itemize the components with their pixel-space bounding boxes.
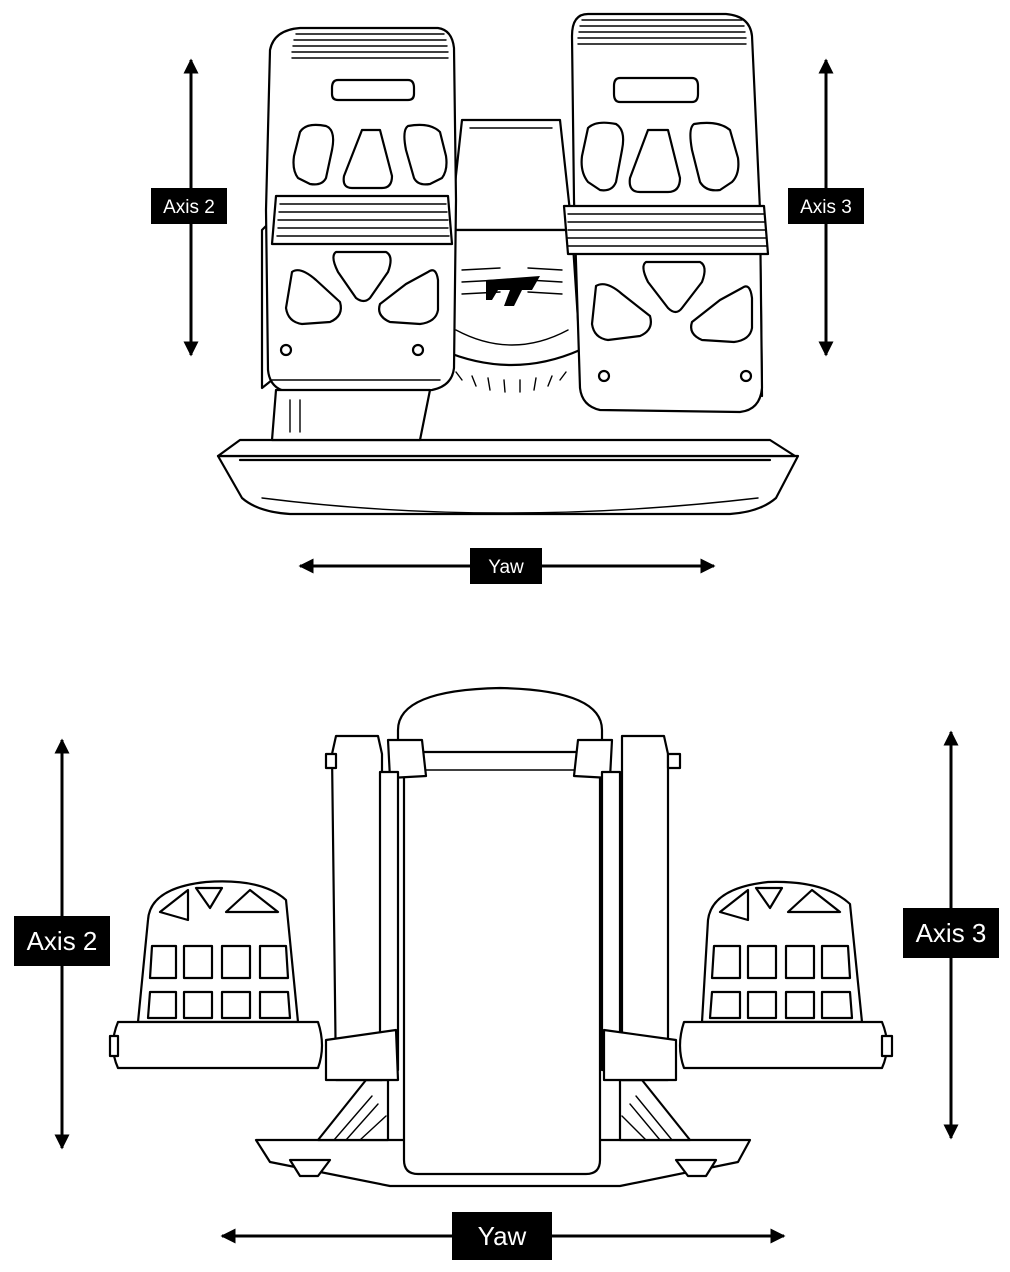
bottom-axis2-label: Axis 2 (27, 926, 98, 956)
tick-marks (455, 371, 567, 393)
bottom-right-arm (572, 734, 682, 1082)
top-axis2-label: Axis 2 (163, 197, 215, 218)
bottom-yaw-arrow: Yaw (220, 1212, 786, 1260)
bottom-right-footpad (678, 880, 894, 1070)
thrustmaster-logo-icon (486, 276, 540, 306)
bottom-center-column (396, 686, 604, 1176)
top-axis3-label: Axis 3 (800, 197, 852, 218)
bottom-axis2-arrow: Axis 2 (14, 738, 110, 1150)
bottom-view-pedals (108, 686, 894, 1188)
top-base-plate (216, 438, 800, 516)
bottom-axis3-label: Axis 3 (916, 918, 987, 948)
top-axis3-arrow: Axis 3 (788, 58, 864, 357)
bottom-yaw-label: Yaw (478, 1221, 527, 1251)
top-right-pedal (562, 12, 770, 414)
top-yaw-label: Yaw (488, 557, 524, 578)
top-view-pedals (216, 12, 800, 516)
bottom-left-arm (324, 734, 428, 1082)
top-center-housing (440, 118, 582, 393)
top-axis2-arrow: Axis 2 (151, 58, 227, 357)
bottom-axis3-arrow: Axis 3 (903, 730, 999, 1140)
bottom-left-footpad (108, 880, 324, 1070)
top-yaw-arrow: Yaw (298, 548, 716, 584)
top-left-pedal (260, 26, 458, 442)
